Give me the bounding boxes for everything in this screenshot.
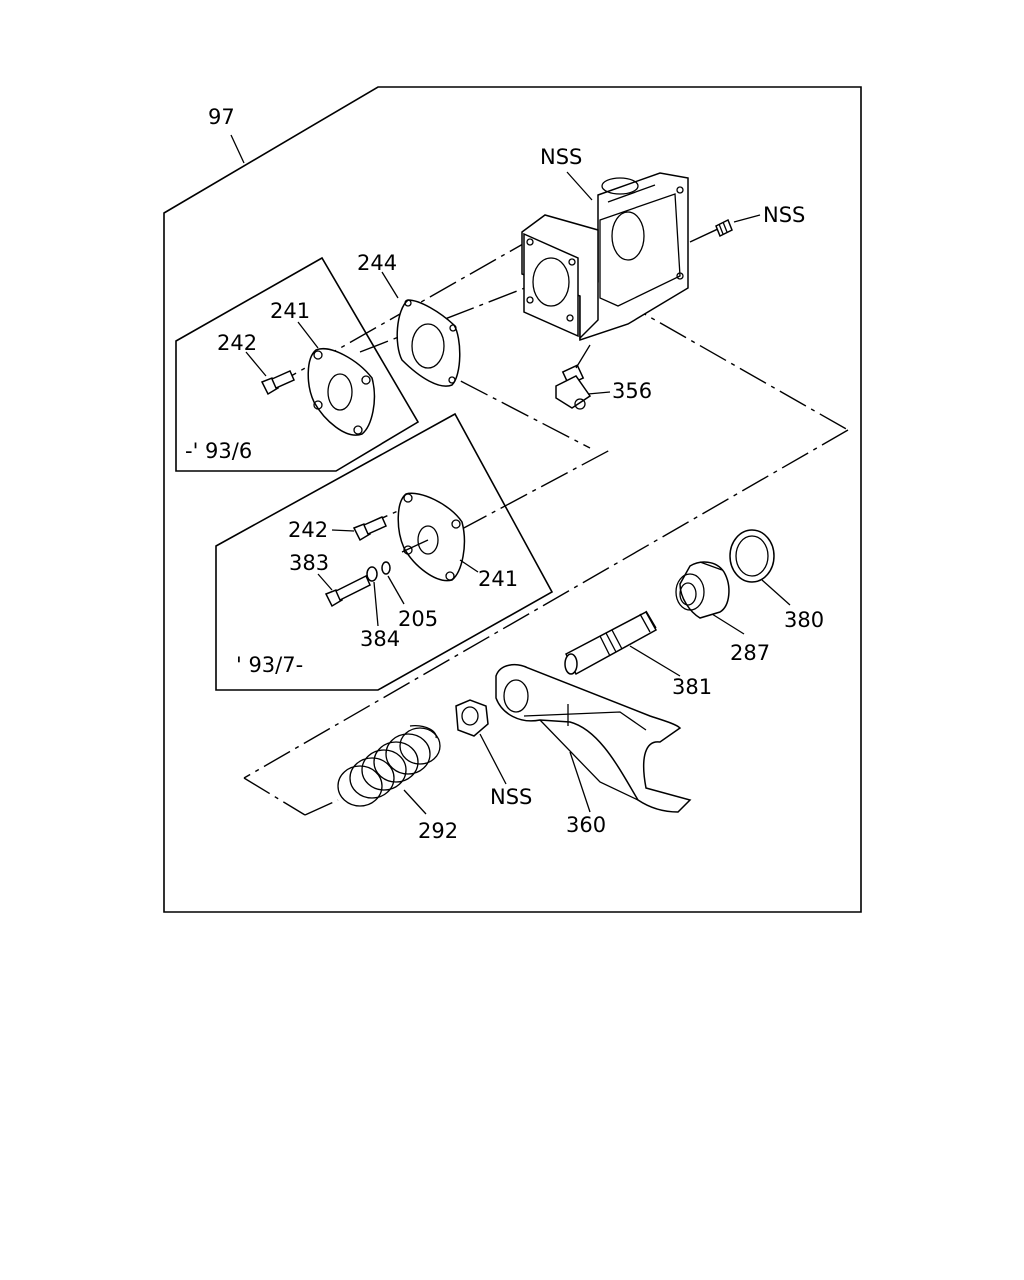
return-spring-292 — [337, 725, 441, 807]
bushing-287 — [675, 561, 730, 619]
callout-244: 244 — [357, 251, 397, 275]
callout-384: 384 — [360, 627, 400, 651]
leader-241-late — [459, 559, 479, 573]
leader-nss-housing — [566, 171, 593, 201]
center-line-3 — [419, 359, 591, 449]
callout-356: 356 — [612, 379, 652, 403]
bolt-383 — [324, 574, 371, 608]
variant-frame-early — [175, 256, 420, 472]
center-line-10 — [689, 227, 721, 243]
gasket — [396, 299, 461, 387]
leader-205 — [387, 575, 405, 605]
callout-287: 287 — [730, 641, 770, 665]
callout-383: 383 — [289, 551, 329, 575]
center-line-2 — [359, 285, 531, 353]
leader-383 — [317, 573, 333, 591]
variant-label-late: ' 93/7- — [236, 653, 303, 677]
cover-early — [307, 348, 376, 436]
center-line-7 — [243, 429, 849, 779]
leader-nss-nut — [479, 733, 507, 785]
callout-292: 292 — [418, 819, 458, 843]
callout-360: 360 — [566, 813, 606, 837]
leader-242-early — [245, 351, 267, 377]
leader-287 — [711, 613, 745, 635]
callout-242-late: 242 — [288, 518, 328, 542]
variant-label-early: -' 93/6 — [185, 439, 252, 463]
callout-242-early: 242 — [217, 331, 257, 355]
callout-205: 205 — [398, 607, 438, 631]
bolt-late — [352, 516, 387, 542]
leader-242-late — [331, 529, 355, 532]
callout-380: 380 — [784, 608, 824, 632]
leader-nss-plug — [733, 214, 761, 223]
variant-frame-late — [215, 412, 554, 691]
pivot-pin-381 — [564, 610, 658, 676]
plug-screw — [715, 218, 733, 238]
callout-nss-nut: NSS — [490, 785, 532, 809]
cover-late — [397, 492, 466, 582]
center-line-5 — [459, 449, 611, 531]
bleeder-fitting — [555, 364, 592, 410]
leader-241-early — [297, 321, 319, 349]
callout-97: 97 — [208, 105, 235, 129]
leader-292 — [403, 789, 427, 815]
leader-244 — [381, 271, 399, 299]
washer-384 — [366, 566, 378, 582]
callout-241-late: 241 — [478, 567, 518, 591]
bolt-early — [260, 370, 295, 396]
callout-nss-plug: NSS — [763, 203, 805, 227]
leader-381 — [629, 645, 681, 677]
hex-nut — [455, 699, 489, 737]
center-line-9 — [304, 799, 339, 816]
leader-356-up — [575, 344, 591, 369]
leader-360 — [569, 751, 591, 813]
leader-97 — [230, 134, 245, 164]
leader-356 — [587, 391, 611, 395]
callout-381: 381 — [672, 675, 712, 699]
release-fork-360 — [495, 663, 692, 813]
center-line-6 — [619, 299, 849, 431]
callout-241-early: 241 — [270, 299, 310, 323]
leader-380 — [761, 579, 791, 606]
callout-nss-housing: NSS — [540, 145, 582, 169]
oring-205 — [381, 561, 391, 575]
clutch-housing — [521, 172, 689, 342]
center-line-8 — [243, 777, 306, 816]
assembly-frame — [163, 86, 862, 913]
leader-384 — [373, 581, 379, 627]
seal-ring-380 — [729, 529, 775, 583]
